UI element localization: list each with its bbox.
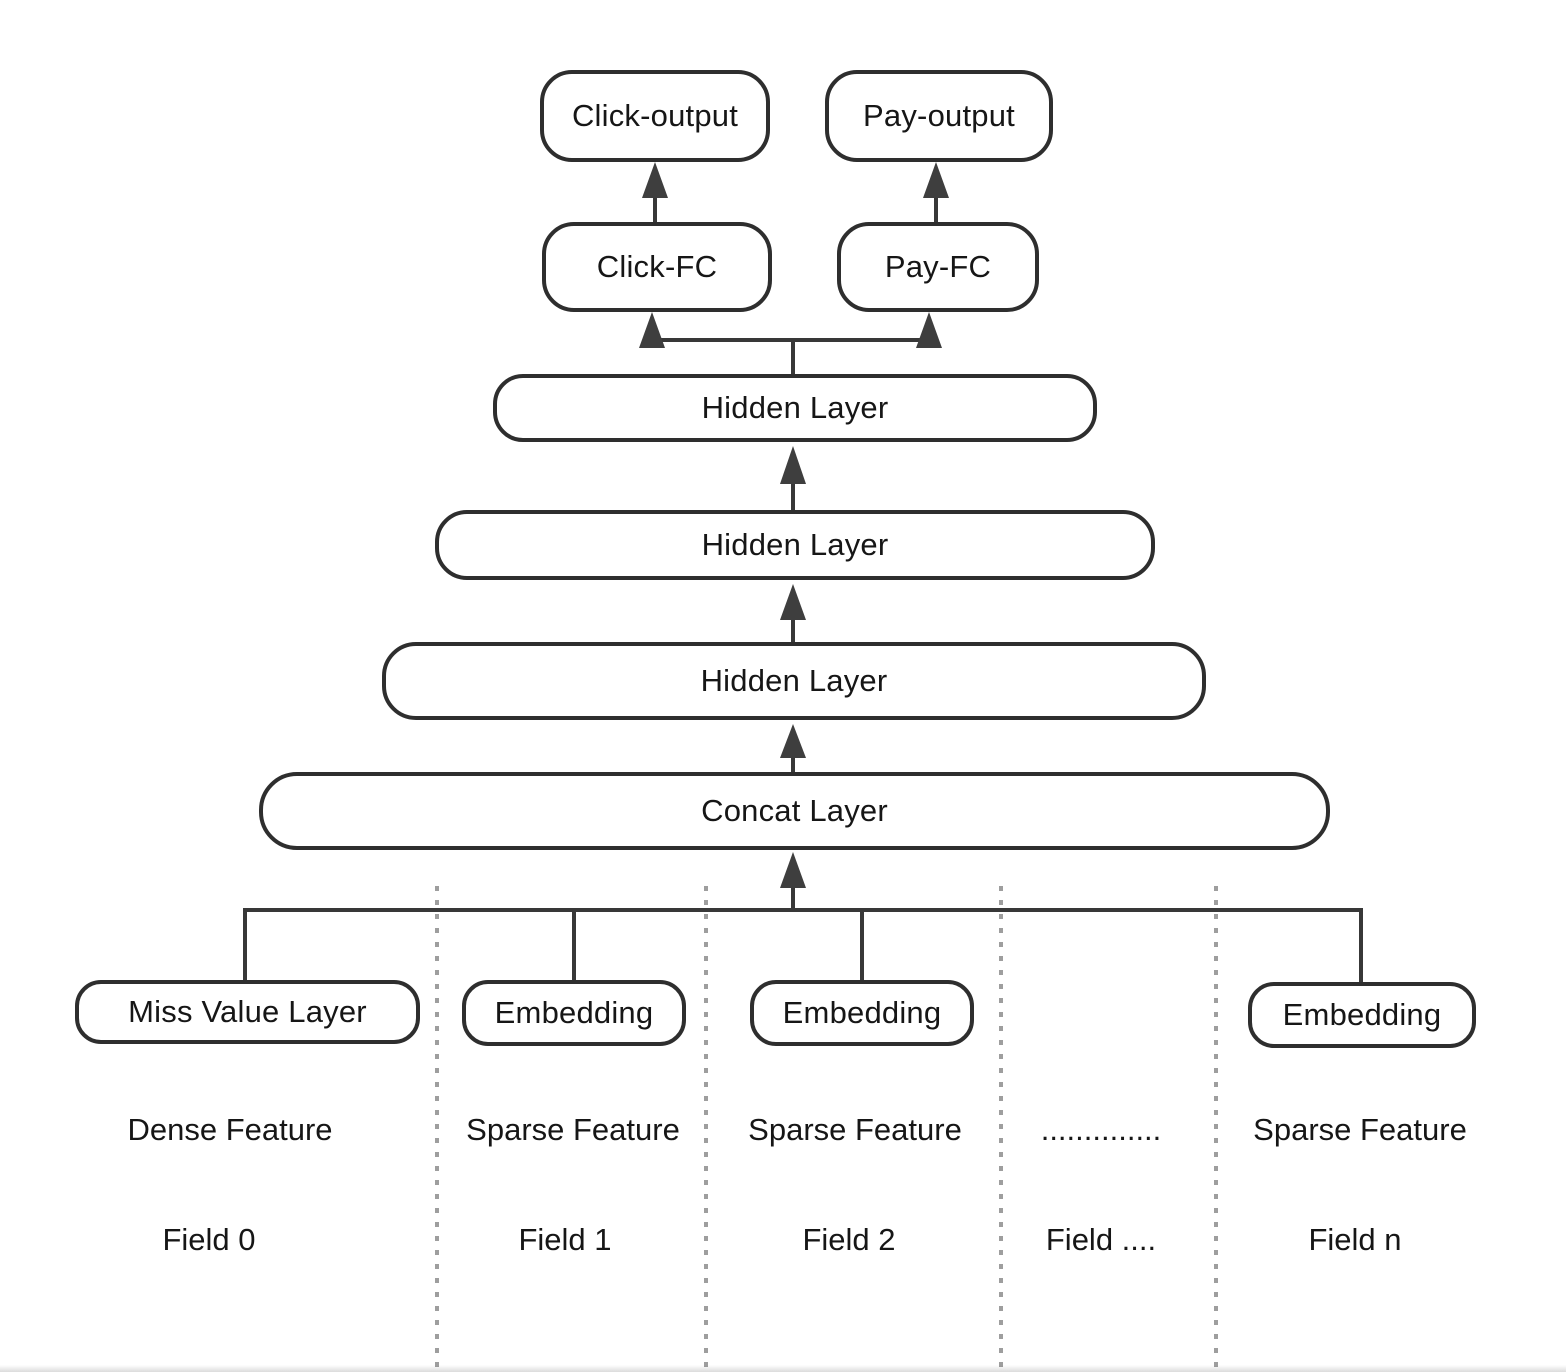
field-separator-dotted-lines — [435, 886, 1218, 1372]
label-field-n: Field n — [1308, 1222, 1402, 1257]
node-hidden-layer-top: Hidden Layer — [493, 374, 1097, 442]
node-click-fc: Click-FC — [542, 222, 772, 312]
label-sparse-feature-field1: Sparse Feature — [466, 1112, 680, 1147]
branch-hidden-to-fcs — [650, 336, 931, 374]
node-hidden-layer-middle: Hidden Layer — [435, 510, 1155, 580]
node-embedding-field-1: Embedding — [462, 980, 686, 1046]
field-bus — [243, 908, 1363, 984]
solid-connectors — [243, 194, 1363, 984]
node-hidden-layer-bottom: Hidden Layer — [382, 642, 1206, 720]
node-miss-value-layer: Miss Value Layer — [75, 980, 420, 1044]
node-embedding-field-n: Embedding — [1248, 982, 1476, 1048]
label-feature-ellipsis: .............. — [1040, 1112, 1162, 1147]
label-dense-feature-field0: Dense Feature — [127, 1112, 333, 1147]
arrowheads — [639, 162, 949, 888]
label-field-2: Field 2 — [802, 1222, 896, 1257]
label-sparse-feature-field2: Sparse Feature — [748, 1112, 962, 1147]
node-pay-output: Pay-output — [825, 70, 1053, 162]
node-pay-fc: Pay-FC — [837, 222, 1039, 312]
node-embedding-field-2: Embedding — [750, 980, 974, 1046]
node-concat-layer: Concat Layer — [259, 772, 1330, 850]
node-click-output: Click-output — [540, 70, 770, 162]
page-bottom-edge — [0, 1365, 1566, 1372]
label-field-1: Field 1 — [518, 1222, 612, 1257]
label-field-ellipsis: Field .... — [1045, 1222, 1157, 1257]
label-field-0: Field 0 — [162, 1222, 256, 1257]
label-sparse-feature-fieldn: Sparse Feature — [1253, 1112, 1467, 1147]
